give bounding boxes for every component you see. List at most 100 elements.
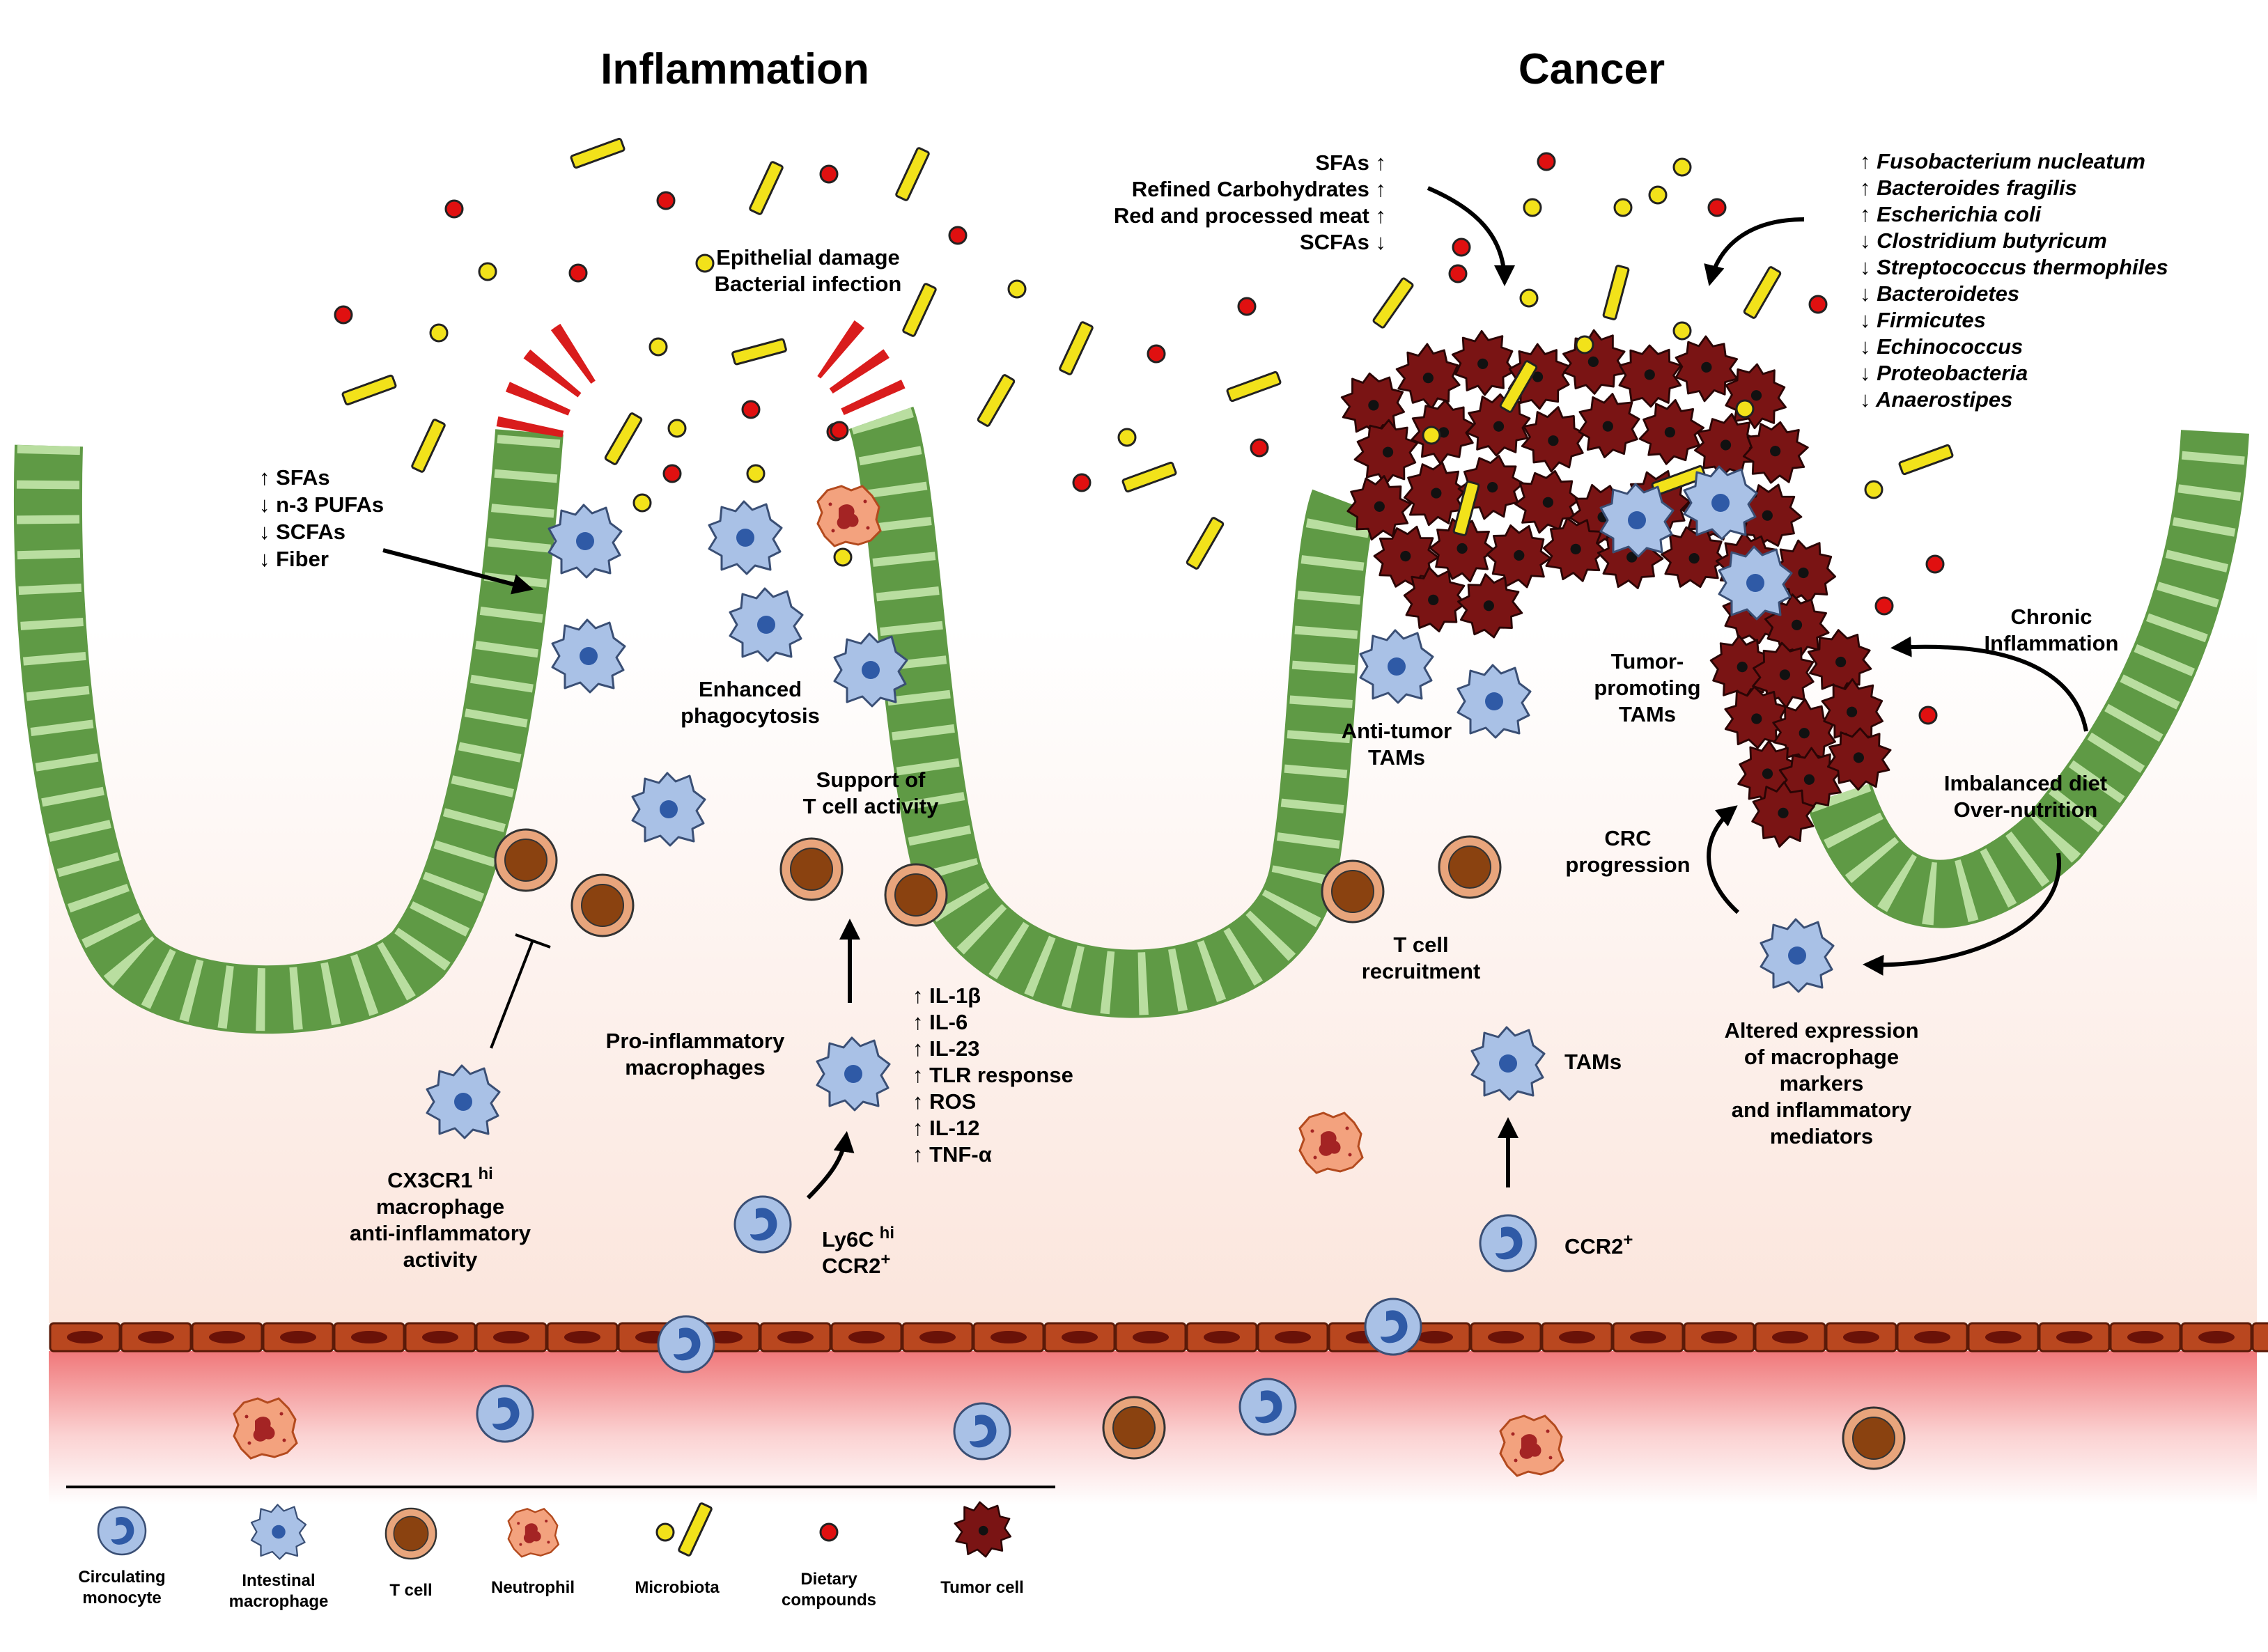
endothelial-nucleus (777, 1331, 814, 1343)
diet-factor: ↓ SCFAs (259, 520, 345, 544)
neutrophil (816, 485, 882, 547)
circulating-t-cell (1102, 1396, 1166, 1460)
dietary-compound (830, 421, 849, 440)
legend: Circulating monocyte Intestinal macropha… (78, 1501, 1024, 1611)
svg-text:CCR2+: CCR2+ (822, 1250, 890, 1278)
endothelial-nucleus (1630, 1331, 1666, 1343)
endothelial-cell (2251, 1322, 2268, 1353)
cx3cr1-name: CX3CR1 (387, 1168, 472, 1192)
endothelial-nucleus (564, 1331, 600, 1343)
microbiota-rod (1601, 264, 1631, 321)
microbiota-rod (1225, 371, 1282, 403)
microbiota-rod (410, 418, 446, 474)
ly6c-sup: hi (880, 1224, 894, 1242)
ly6c-ccr2-sup: + (880, 1250, 890, 1269)
endothelial-nucleus (351, 1331, 387, 1343)
bacteria-item: ↑ Escherichia coli (1860, 202, 2042, 226)
imbalanced-diet-arrow (1863, 852, 2062, 976)
label-over-nutrition: Over-nutrition (1954, 797, 2098, 822)
legend-tumor-icon (954, 1501, 1012, 1558)
dietary-compound (1237, 297, 1257, 316)
endothelial-nucleus (1914, 1331, 1950, 1343)
cytokine: ↑ IL-12 (912, 1116, 979, 1140)
cancer-diet-item: SCFAs ↓ (1300, 230, 1386, 254)
endothelial-nucleus (2056, 1331, 2092, 1343)
diet-factor: ↑ SFAs (259, 465, 330, 490)
legend-monocyte-label: Circulating (78, 1568, 165, 1587)
intestinal-macrophage (547, 504, 623, 579)
monocyte-to-macrophage-arrow (806, 1131, 855, 1200)
label-tumor: Tumor- (1611, 649, 1684, 673)
label-recruitment: recruitment (1362, 959, 1481, 983)
title-inflammation: Inflammation (600, 45, 869, 93)
legend-tcell-label: T cell (389, 1581, 432, 1600)
dietary-compound (1250, 438, 1269, 458)
t-cell (1321, 859, 1385, 924)
bacteria-item: ↓ Streptococcus thermophiles (1860, 255, 2168, 279)
epithelium-left-cells (16, 429, 561, 1031)
circulating-monocyte (476, 1385, 534, 1443)
altered-line: and inflammatory (1732, 1098, 1912, 1122)
dietary-compound (568, 263, 588, 283)
endothelial-nucleus (706, 1331, 743, 1343)
microbiota-dot (1672, 157, 1692, 177)
microbiota-rod (1897, 444, 1955, 476)
t-cell (494, 828, 558, 892)
cytokine: ↑ TNF-α (912, 1142, 992, 1167)
legend-tumor-label: Tumor cell (940, 1578, 1024, 1597)
dietary-compound (444, 199, 464, 219)
cx3cr1-sup: hi (479, 1164, 493, 1183)
altered-line: of macrophage (1744, 1045, 1899, 1069)
endothelial-nucleus (67, 1331, 103, 1343)
microbiota-dot (632, 493, 652, 513)
endothelial-nucleus (280, 1331, 316, 1343)
altered-line: mediators (1770, 1124, 1873, 1148)
endothelial-nucleus (138, 1331, 174, 1343)
phagocytic-macrophage (708, 500, 783, 575)
microbiota-rod (894, 146, 931, 202)
label-macrophages: macrophages (625, 1055, 766, 1080)
microbiota-rod (1372, 276, 1415, 329)
dietary-compound (334, 305, 353, 325)
cx3cr1-line: macrophage (376, 1194, 504, 1219)
cancer-diet-list: SFAs ↑ Refined Carbohydrates ↑ Red and p… (1114, 150, 1386, 254)
bacteria-item: ↓ Bacteroidetes (1860, 281, 2019, 306)
circulating-neutrophil (1499, 1415, 1564, 1477)
dietary-compound (1808, 295, 1828, 314)
legend-macrophage-label: Intestinal (242, 1571, 315, 1590)
dietary-compound (1452, 237, 1471, 257)
altered-line: markers (1780, 1071, 1864, 1096)
label-bacterial-infection: Bacterial infection (715, 272, 902, 296)
diet-to-macrophage-arrow (382, 548, 534, 595)
label-enhanced: Enhanced (699, 677, 802, 701)
cytokine: ↑ IL-1β (912, 983, 981, 1008)
endothelial-nucleus (1772, 1331, 1808, 1343)
microbiota-dot (1117, 428, 1137, 447)
endothelial-nucleus (422, 1331, 458, 1343)
cx3cr1-line: anti-inflammatory (350, 1221, 531, 1245)
label-tams: TAMs (1564, 1050, 1622, 1074)
legend-macrophage-label: macrophage (229, 1592, 329, 1611)
damaged-epithelium-right (816, 320, 912, 430)
cancer-diet-item: SFAs ↑ (1315, 150, 1386, 175)
legend-dietary-label: compounds (782, 1591, 876, 1610)
tumor-cell (1551, 319, 1638, 406)
neutrophil (1298, 1112, 1364, 1174)
tumor-cell (1615, 342, 1685, 410)
t-cell (779, 837, 844, 901)
diet-factor: ↓ Fiber (259, 547, 329, 571)
legend-microbiota-dot-icon (655, 1522, 675, 1542)
dietary-compound (819, 164, 839, 184)
microbiota-rod (569, 137, 626, 169)
bacteria-item: ↓ Clostridium butyricum (1860, 228, 2107, 253)
endothelial-nucleus (1843, 1331, 1879, 1343)
bacteria-item: ↑ Fusobacterium nucleatum (1860, 149, 2145, 173)
label-inflammation: Inflammation (1984, 631, 2119, 655)
dietary-compound (741, 400, 761, 419)
dietary-compound (662, 464, 682, 483)
microbiota-rod (1185, 516, 1225, 570)
microbiota-dot (478, 262, 497, 281)
endothelial-nucleus (1062, 1331, 1098, 1343)
